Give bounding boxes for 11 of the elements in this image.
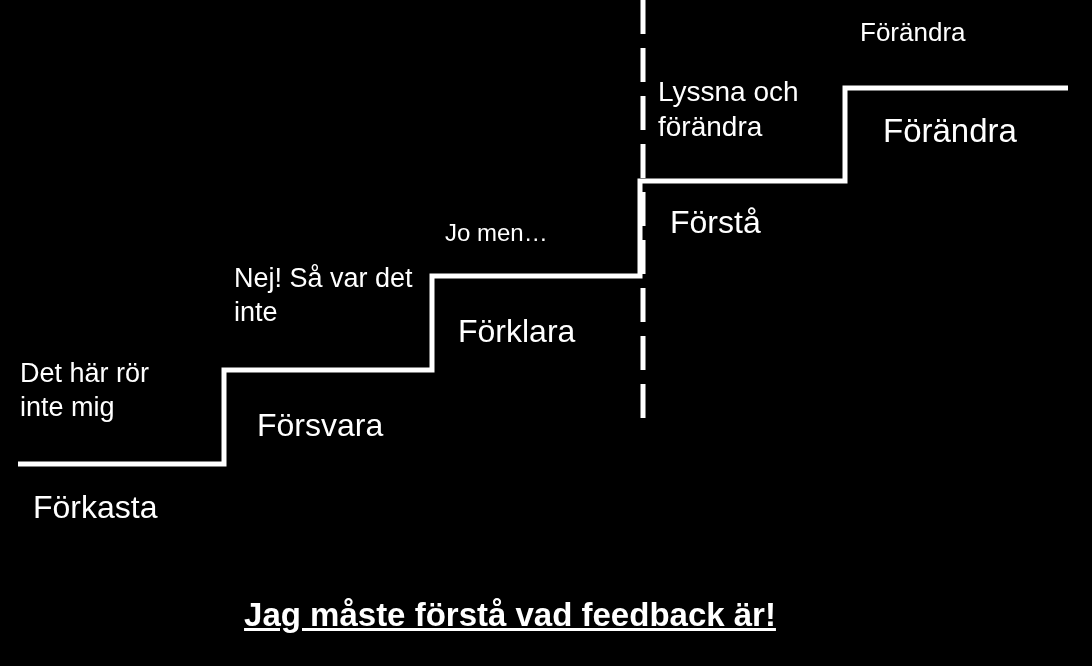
stage-label: Förändra <box>883 111 1017 151</box>
reaction-text: Nej! Så var det inte <box>234 262 414 329</box>
reaction-text: Det här rör inte mig <box>20 357 151 424</box>
reaction-text: Jo men… <box>445 218 548 248</box>
stage-label: Förstå <box>670 203 761 242</box>
caption: Jag måste förstå vad feedback är! <box>244 596 776 633</box>
stage-label: Förklara <box>458 312 576 351</box>
stage-label: Förkasta <box>33 488 158 527</box>
reaction-text: Förändra <box>860 16 966 49</box>
reaction-text: Lyssna och förändra <box>658 75 800 144</box>
stage-label: Försvara <box>257 406 384 445</box>
